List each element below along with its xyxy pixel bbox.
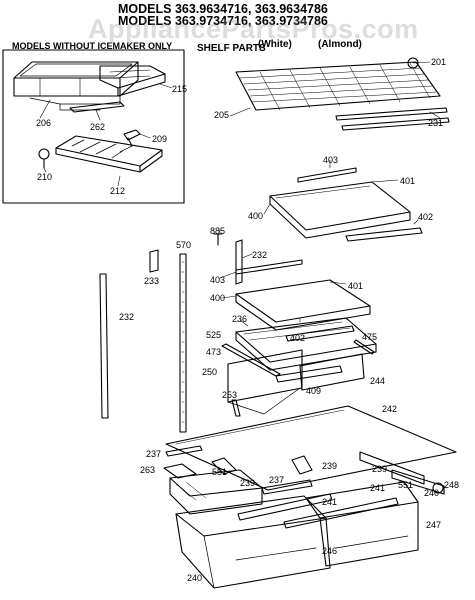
callout-237: 237 <box>146 449 162 459</box>
callout-402: 402 <box>418 212 434 222</box>
callout-551b: 551 <box>398 480 414 490</box>
callout-401: 401 <box>400 176 416 186</box>
clip-253-drawing <box>231 399 241 417</box>
bar-232b-drawing <box>99 273 109 419</box>
callout-244: 244 <box>370 376 386 386</box>
front-trim-403-drawing <box>297 167 357 183</box>
callout-247: 247 <box>426 520 442 530</box>
knob-248-drawing <box>432 482 444 494</box>
callout-248: 248 <box>444 480 460 490</box>
rail-237-drawing <box>165 445 203 457</box>
frame-400b-drawing <box>235 293 371 331</box>
callout-262: 262 <box>90 122 106 132</box>
drawer-240-drawing <box>175 495 331 589</box>
callout-231: 231 <box>428 118 444 128</box>
strip-570-drawing <box>179 253 187 433</box>
bin-front-drawing <box>99 65 166 97</box>
drawer-244-drawing <box>299 353 365 391</box>
rail-402-drawing <box>345 227 423 242</box>
variant-almond: (Almond) <box>318 39 362 50</box>
callout-210: 210 <box>37 172 53 182</box>
rail-241-drawing <box>237 493 333 521</box>
strip-262-drawing <box>69 101 125 113</box>
callout-473: 473 <box>206 347 222 357</box>
rail-231-drawing <box>335 107 448 121</box>
callout-241b: 241 <box>370 483 386 493</box>
callout-206: 206 <box>36 118 52 128</box>
section-title: SHELF PARTS <box>197 43 266 54</box>
bracket-233-drawing <box>149 249 159 273</box>
callout-402b: 402 <box>290 333 306 343</box>
callout-400b: 400 <box>210 293 226 303</box>
frame-400-drawing <box>269 195 411 239</box>
ice-bin-drawing <box>13 61 139 111</box>
clip-209-drawing <box>123 129 141 147</box>
callout-525: 525 <box>206 330 222 340</box>
crisper-cover-drawing <box>235 317 377 371</box>
screw-885-drawing <box>213 233 223 246</box>
rail-237b-drawing <box>261 479 313 495</box>
callout-403: 403 <box>323 155 339 165</box>
callout-239c: 239 <box>240 478 256 488</box>
callout-239: 239 <box>322 461 338 471</box>
callout-209: 209 <box>152 134 168 144</box>
callout-401b: 401 <box>348 281 364 291</box>
rail-473-drawing <box>221 343 281 377</box>
knob-210-drawing <box>38 148 50 160</box>
callout-409: 409 <box>306 386 322 396</box>
variant-white: (White) <box>258 39 292 50</box>
callout-237b: 237 <box>269 475 285 485</box>
callout-403b: 403 <box>210 275 226 285</box>
wire-shelf-drawing <box>235 61 441 111</box>
callout-236: 236 <box>232 314 248 324</box>
callout-570: 570 <box>176 240 192 250</box>
callout-246: 246 <box>322 546 338 556</box>
inset-box-frame <box>2 49 185 204</box>
front-trim-403b-drawing <box>235 259 303 275</box>
callout-201: 201 <box>431 57 447 67</box>
callout-215: 215 <box>172 84 188 94</box>
callout-205: 205 <box>214 110 230 120</box>
callout-212: 212 <box>110 186 126 196</box>
callout-250: 250 <box>202 367 218 377</box>
callout-leaders <box>39 61 441 327</box>
rail-402b-drawing <box>285 325 355 342</box>
part-409-drawing <box>275 365 343 383</box>
drawer-250-drawing <box>227 349 303 415</box>
bracket-239-drawing <box>291 455 313 475</box>
callout-253: 253 <box>222 390 238 400</box>
glass-242-drawing <box>165 405 457 491</box>
callout-551: 551 <box>212 467 228 477</box>
models-line-2: MODELS 363.9734716, 363.9734786 <box>118 14 328 28</box>
bracket-263-drawing <box>163 463 197 479</box>
callout-232b: 232 <box>119 312 135 322</box>
models-line-1: MODELS 363.9634716, 363.9634786 <box>118 2 328 16</box>
callout-240b: 240 <box>187 573 203 583</box>
callout-263: 263 <box>140 465 156 475</box>
callout-400: 400 <box>248 211 264 221</box>
drawer-246-drawing <box>305 481 419 567</box>
glass-401-drawing <box>269 181 411 231</box>
callout-242: 242 <box>382 404 398 414</box>
callout-239b: 239 <box>372 464 388 474</box>
bracket-232-drawing <box>235 239 243 285</box>
rail-241b-drawing <box>283 497 399 529</box>
rail-475-drawing <box>353 339 375 355</box>
callout-232: 232 <box>252 250 268 260</box>
callout-233: 233 <box>144 276 160 286</box>
callout-241: 241 <box>322 497 338 507</box>
callout-240: 240 <box>424 488 440 498</box>
rail-right-drawing <box>359 451 425 485</box>
callout-475: 475 <box>362 332 378 342</box>
callout-885: 885 <box>210 226 226 236</box>
icemaker-box-title: MODELS WITHOUT ICEMAKER ONLY <box>12 41 173 51</box>
ice-tray-drawing <box>55 135 163 173</box>
